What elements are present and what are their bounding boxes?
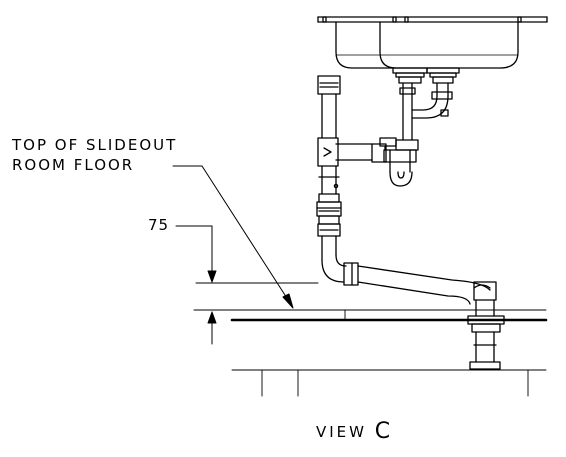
view-label: VIEW C xyxy=(316,419,391,444)
floor-fitting xyxy=(467,315,505,370)
floor-leader xyxy=(172,165,294,309)
view-prefix: VIEW xyxy=(316,423,367,441)
trap-arm xyxy=(335,137,397,161)
dimension-75 xyxy=(175,225,219,345)
dimension-label: 75 xyxy=(148,216,170,234)
drain-line xyxy=(357,265,497,317)
p-trap xyxy=(371,139,419,187)
vent-stack xyxy=(316,75,359,286)
sink xyxy=(317,16,548,69)
view-letter: C xyxy=(374,419,391,444)
callout-line-1: TOP OF SLIDEOUT xyxy=(12,136,178,154)
callout-line-2: ROOM FLOOR xyxy=(12,156,135,174)
strainers xyxy=(392,67,460,141)
floor xyxy=(195,282,548,397)
